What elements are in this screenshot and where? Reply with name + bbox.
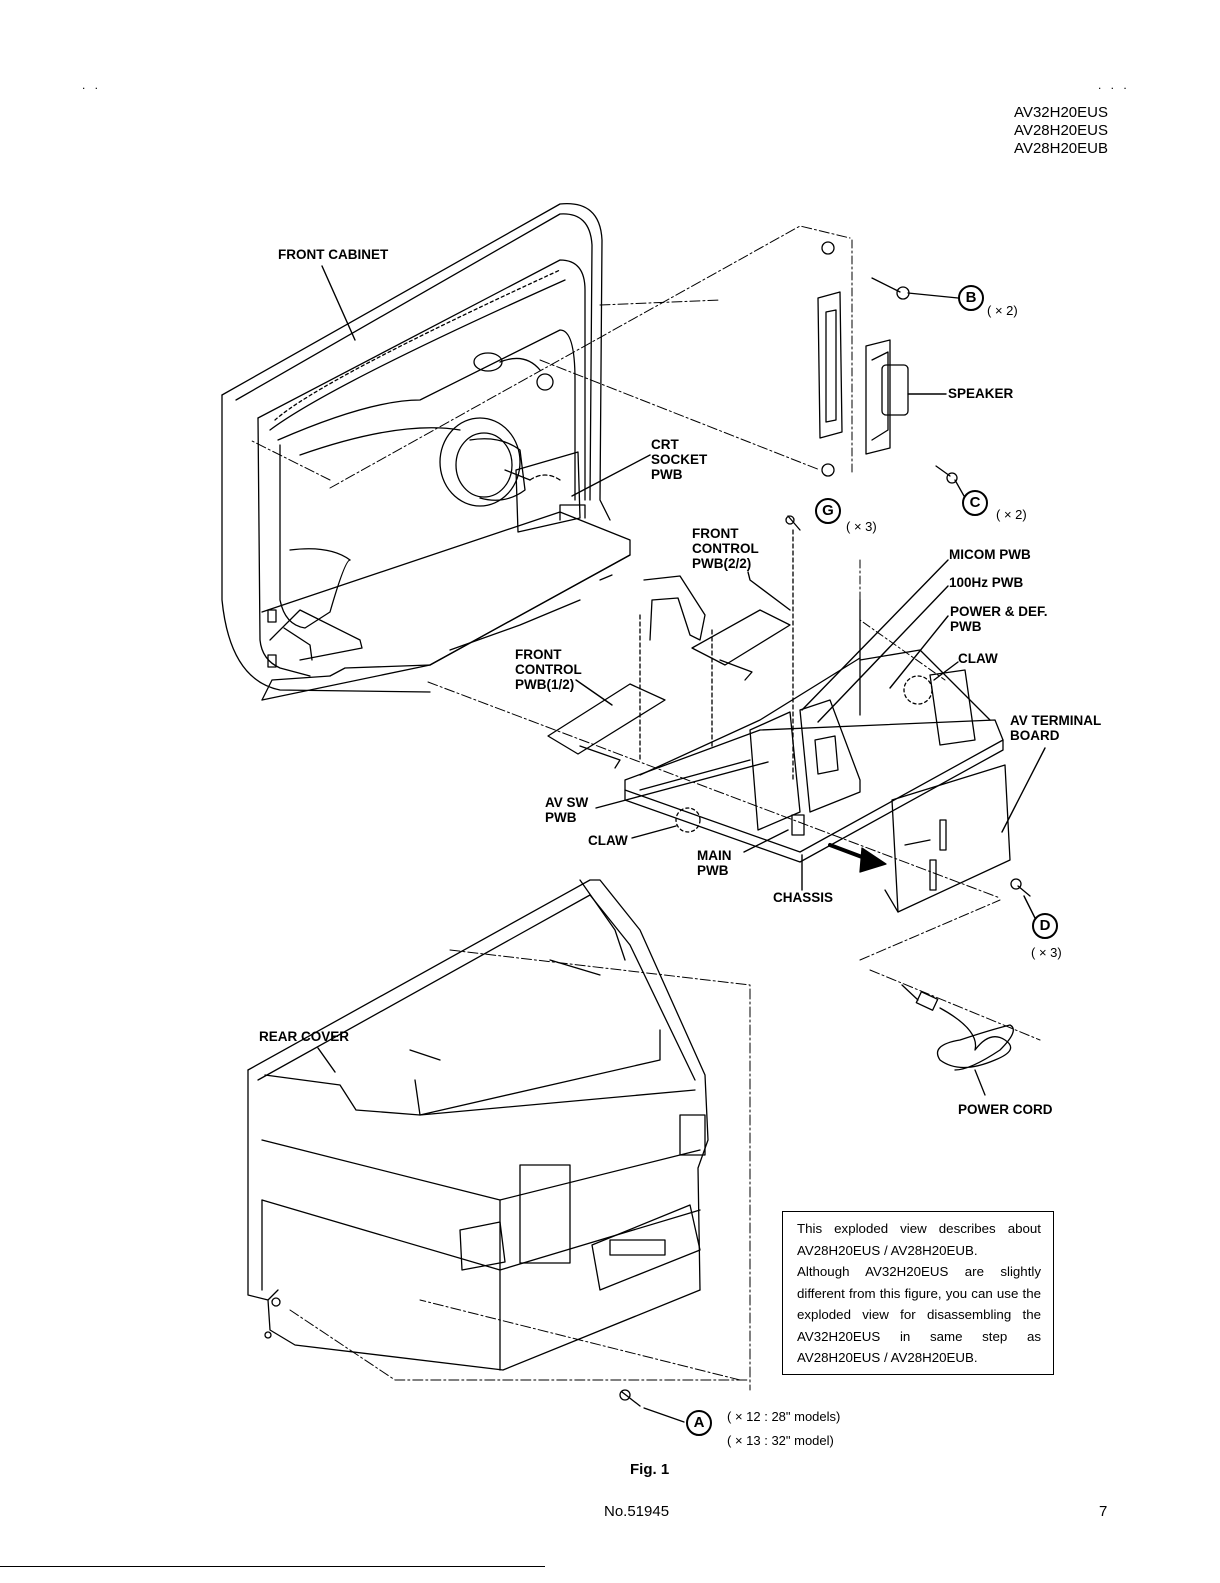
model-list: AV32H20EUS AV28H20EUS AV28H20EUB — [1014, 104, 1108, 158]
label-crt-socket-pwb: CRT SOCKET PWB — [651, 437, 707, 482]
label-line: PWB(1/2) — [515, 677, 575, 692]
label-line: PWB — [545, 810, 577, 825]
label-line: CRT — [651, 437, 679, 452]
label-av-sw-pwb: AV SW PWB — [545, 795, 588, 825]
model-name: AV28H20EUB — [1014, 140, 1108, 157]
model-name: AV28H20EUS — [1014, 122, 1108, 139]
label-front-cabinet: FRONT CABINET — [278, 247, 389, 262]
qty-g: ( × 3) — [846, 519, 877, 534]
front-cabinet-drawing — [221, 203, 631, 701]
label-av-terminal-board: AV TERMINAL BOARD — [1010, 713, 1101, 743]
callout-b: B — [958, 285, 984, 311]
callout-d: D — [1032, 913, 1058, 939]
label-line: BOARD — [1010, 728, 1060, 743]
header-dots-left: . . — [82, 78, 102, 92]
header-dots-right: . . . — [1098, 78, 1130, 92]
label-power-cord: POWER CORD — [958, 1102, 1053, 1117]
label-line: FRONT — [692, 526, 739, 541]
page-number: 7 — [1099, 1503, 1108, 1520]
power-cord-drawing — [901, 984, 1014, 1096]
av-terminal-board-drawing — [828, 764, 1031, 913]
callout-g: G — [815, 498, 841, 524]
leader-lines — [317, 265, 1046, 1073]
label-main-pwb: MAIN PWB — [697, 848, 732, 878]
label-line: SOCKET — [651, 452, 708, 467]
label-line: FRONT — [515, 647, 562, 662]
label-line: MAIN — [697, 848, 732, 863]
note-line: Although AV32H20EUS are slightly differe… — [797, 1264, 1041, 1365]
doc-number: No.51945 — [604, 1503, 670, 1520]
label-line: CONTROL — [515, 662, 582, 677]
label-line: CONTROL — [692, 541, 759, 556]
qty-c: ( × 2) — [996, 507, 1027, 522]
label-line: PWB(2/2) — [692, 556, 752, 571]
qty-b: ( × 2) — [987, 303, 1018, 318]
label-micom-pwb: MICOM PWB — [949, 547, 1031, 562]
label-rear-cover: REAR COVER — [259, 1029, 350, 1044]
qty-d: ( × 3) — [1031, 945, 1062, 960]
note-box: This exploded view describes about AV28H… — [782, 1211, 1054, 1375]
speaker-drawing — [817, 239, 965, 497]
label-line: PWB — [697, 863, 729, 878]
label-100hz-pwb: 100Hz PWB — [949, 575, 1024, 590]
note-line: This exploded view describes about AV28H… — [797, 1221, 1041, 1258]
label-line: AV TERMINAL — [1010, 713, 1102, 728]
label-line: PWB — [651, 467, 683, 482]
model-name: AV32H20EUS — [1014, 104, 1108, 121]
label-claw-left: CLAW — [588, 833, 628, 848]
callout-a: A — [686, 1410, 712, 1436]
label-front-control-pwb-2: FRONT CONTROL PWB(2/2) — [692, 526, 759, 571]
figure-caption: Fig. 1 — [630, 1461, 670, 1478]
label-speaker: SPEAKER — [948, 386, 1014, 401]
qty-a-32: ( × 13 : 32" model) — [727, 1433, 834, 1448]
label-line: AV SW — [545, 795, 589, 810]
label-line: PWB — [950, 619, 982, 634]
chassis-drawing — [547, 515, 1004, 863]
label-chassis: CHASSIS — [773, 890, 834, 905]
label-power-def-pwb: POWER & DEF. PWB — [950, 604, 1048, 634]
label-claw-right: CLAW — [958, 651, 998, 666]
rear-cover-drawing — [247, 879, 751, 1423]
callout-c: C — [962, 490, 988, 516]
label-line: POWER & DEF. — [950, 604, 1048, 619]
label-front-control-pwb-1: FRONT CONTROL PWB(1/2) — [515, 647, 582, 692]
footer-rule — [0, 1566, 545, 1567]
qty-a-28: ( × 12 : 28" models) — [727, 1409, 841, 1424]
